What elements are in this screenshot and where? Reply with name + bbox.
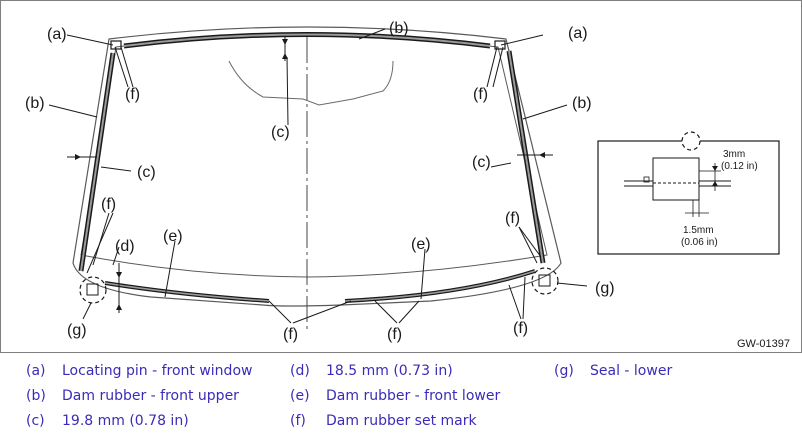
mirror-base-outline	[228, 60, 394, 106]
legend-item-f: (f) Dam rubber set mark	[290, 413, 477, 429]
dam-rubber-front-lower-right	[344, 269, 536, 303]
callout-f-bottom-right: (f)	[513, 320, 528, 337]
callout-g-right: (g)	[595, 280, 615, 297]
legend-text: Seal - lower	[590, 363, 673, 379]
detail-dim1-mm: 3mm	[723, 149, 745, 160]
detail-dim2-mm: 1.5mm	[683, 225, 714, 236]
callout-f-upper-right: (f)	[473, 86, 488, 103]
callout-c-top: (c)	[271, 124, 290, 141]
legend-text: Dam rubber - front lower	[326, 388, 501, 404]
callout-d: (d)	[115, 238, 135, 255]
legend-text: Dam rubber set mark	[326, 413, 477, 429]
callout-a-right: (a)	[568, 25, 588, 42]
locating-pin-right	[494, 40, 506, 50]
callout-f-lower-right: (f)	[505, 210, 520, 227]
legend-key: (g)	[554, 363, 574, 379]
legend-key: (b)	[26, 388, 46, 404]
legend-item-c: (c) 19.8 mm (0.78 in)	[26, 413, 189, 429]
diagram-canvas: (a) (a) (b) (b) (b) (c) (c) (c) (f) (f) …	[25, 20, 790, 350]
callout-f-bottom-center: (f)	[283, 326, 298, 343]
figure-code: GW-01397	[737, 338, 790, 350]
detail-inset: 3mm (0.12 in) 1.5mm (0.06 in)	[597, 131, 780, 255]
dam-rubber-front-lower-left	[104, 281, 270, 303]
legend-key: (d)	[290, 363, 310, 379]
callout-f-lower-left: (f)	[101, 196, 116, 213]
detail-dim2-in: (0.06 in)	[681, 237, 718, 248]
seal-lower-left-circle	[79, 276, 107, 304]
callout-b-left: (b)	[25, 95, 45, 112]
callout-b-top: (b)	[389, 20, 409, 37]
legend-item-d: (d) 18.5 mm (0.73 in)	[290, 363, 453, 379]
legend-key: (a)	[26, 363, 46, 379]
glass-outer-outline	[72, 26, 562, 307]
legend-key: (c)	[26, 413, 45, 429]
leader-lines	[48, 28, 588, 324]
callout-f-bottom-mid: (f)	[387, 326, 402, 343]
callout-c-left: (c)	[137, 164, 156, 181]
callout-b-right: (b)	[572, 95, 592, 112]
callout-c-right: (c)	[472, 154, 491, 171]
callout-a-left: (a)	[47, 26, 67, 43]
legend-text: 18.5 mm (0.73 in)	[326, 363, 453, 379]
legend-item-b: (b) Dam rubber - front upper	[26, 388, 239, 404]
callout-e-left: (e)	[163, 228, 183, 245]
legend-text: Dam rubber - front upper	[62, 388, 239, 404]
callout-g-left: (g)	[67, 322, 87, 339]
legend: (a) Locating pin - front window (b) Dam ru…	[0, 353, 802, 439]
windshield-diagram: (a) (a) (b) (b) (b) (c) (c) (c) (f) (f) …	[0, 0, 802, 353]
detail-dim1-in: (0.12 in)	[721, 161, 758, 172]
callout-e-right: (e)	[411, 236, 431, 253]
legend-item-a: (a) Locating pin - front window	[26, 363, 252, 379]
legend-text: Locating pin - front window	[62, 363, 253, 379]
legend-item-e: (e) Dam rubber - front lower	[290, 388, 500, 404]
legend-key: (e)	[290, 388, 310, 404]
callout-f-upper-left: (f)	[125, 86, 140, 103]
legend-text: 19.8 mm (0.78 in)	[62, 413, 189, 429]
legend-key: (f)	[290, 413, 306, 429]
seal-lower-right-circle	[531, 267, 559, 295]
legend-item-g: (g) Seal - lower	[554, 363, 672, 379]
